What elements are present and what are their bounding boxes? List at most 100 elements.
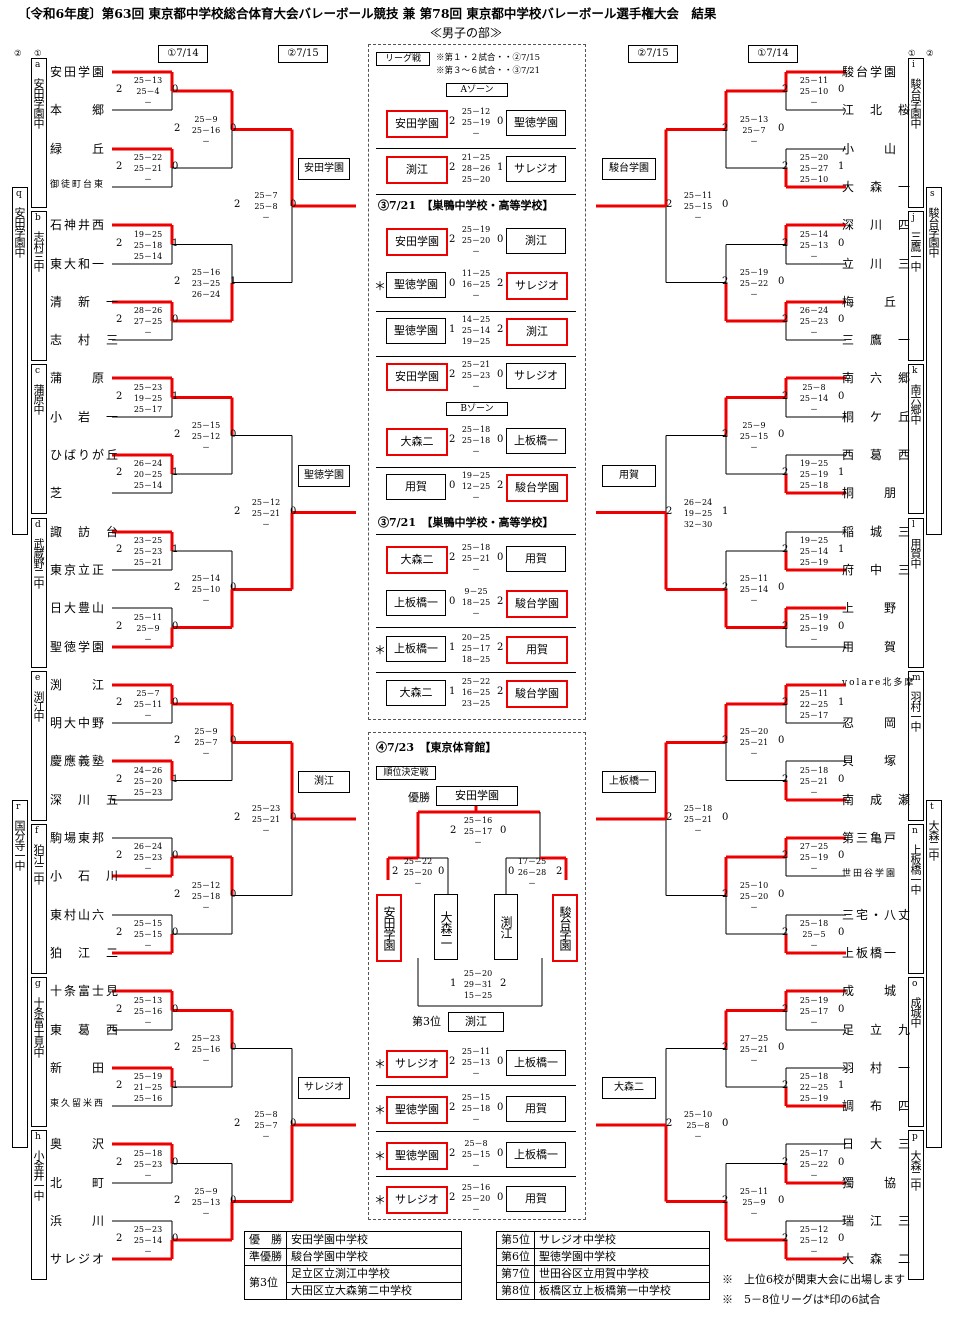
placement-match-scores: 25－11 25－13 － bbox=[461, 1047, 491, 1078]
left-r1-match-sets-lost: 1 bbox=[172, 1080, 179, 1091]
left-r3-match-sets-won: 2 bbox=[234, 505, 241, 517]
right-block bbox=[908, 211, 924, 361]
right-block bbox=[908, 671, 924, 821]
result-school: 板橋区立上板橋第一中学校 bbox=[534, 1282, 710, 1300]
result-school: 大田区立大森第二中学校 bbox=[286, 1282, 462, 1300]
right-block-letter: l bbox=[912, 520, 915, 530]
left-block-name: 志村三中 bbox=[32, 231, 45, 271]
left-team-name: 東京立正 bbox=[50, 563, 107, 577]
left-team-name: 東村山六 bbox=[50, 908, 107, 922]
right-r2-match-sets-won: 2 bbox=[722, 275, 729, 287]
placement-match-star: ＊ bbox=[374, 1193, 387, 1207]
placement-match-left-team: 聖徳学園 bbox=[386, 1142, 448, 1170]
right-r1-match-sets-lost: 1 bbox=[838, 1080, 845, 1091]
left-r1-match-sets-lost: 0 bbox=[172, 620, 179, 632]
zone-b-match-right-sets: 2 bbox=[497, 686, 504, 697]
right-team-name: 桐 朋 bbox=[842, 486, 899, 500]
left-r3-match-sets-lost: 0 bbox=[290, 812, 297, 823]
final-team-box: 大森二 bbox=[434, 894, 458, 960]
left-team-name: 志 村 三 bbox=[50, 333, 121, 347]
zone-b-match-right-sets: 2 bbox=[497, 642, 504, 653]
left-r3-match-sets-lost: 0 bbox=[290, 1118, 297, 1129]
zone-b-match-left-sets: 1 bbox=[449, 642, 456, 653]
match-separator bbox=[376, 1085, 576, 1086]
left-r1-match-sets-lost: 1 bbox=[172, 237, 179, 249]
left-r2-match-sets-lost: 0 bbox=[230, 888, 237, 900]
left-r1-match-sets-lost: 0 bbox=[172, 1233, 179, 1244]
right-r1-match-sets-won: 2 bbox=[782, 161, 789, 172]
right-r3-match-sets-lost: 0 bbox=[722, 199, 729, 210]
left-r1-match-scores: 26－24 20－25 25－14 bbox=[133, 459, 163, 490]
right-outer-block bbox=[926, 187, 942, 535]
zone-a-match-scores: 25－21 25－23 － bbox=[461, 360, 491, 391]
placement-match-star: ＊ bbox=[374, 1103, 387, 1117]
right-r1-match-sets-lost: 0 bbox=[838, 314, 845, 325]
round-num-left-a: ② bbox=[14, 49, 22, 59]
left-r1-match-sets-won: 2 bbox=[116, 84, 123, 95]
right-r3-match-scores: 25－18 25－21 － bbox=[683, 804, 713, 835]
zone-b-match-left-sets: 1 bbox=[449, 686, 456, 697]
right-block-letter: p bbox=[912, 1132, 918, 1142]
third-left-sets: 1 bbox=[450, 978, 457, 989]
final-scores: 25－16 25－17 － bbox=[463, 816, 493, 847]
left-r2-match-sets-won: 2 bbox=[174, 1194, 181, 1206]
left-block-name: 小金井一中 bbox=[32, 1150, 45, 1200]
right-block-name: 南六郷中 bbox=[909, 384, 922, 424]
zone-a-match-left-team: 聖徳学園 bbox=[386, 272, 446, 298]
match-separator bbox=[376, 1131, 576, 1132]
left-r2-match-sets-lost: 0 bbox=[230, 582, 237, 594]
league-label: リーグ戦 bbox=[376, 52, 430, 66]
right-team-name: 西 葛 西 bbox=[842, 448, 913, 462]
placement-match-right-sets: 0 bbox=[497, 1102, 504, 1113]
zone-a-match-right-sets: 1 bbox=[497, 162, 504, 173]
placement-match-left-team: 聖徳学園 bbox=[386, 1096, 448, 1124]
right-r1-match-scores: 25－18 22－25 25－19 bbox=[799, 1072, 829, 1103]
left-block-name: 蒲原中 bbox=[32, 384, 45, 414]
zone-b-match-left-sets: 0 bbox=[449, 480, 456, 491]
zone-a-match-left-team: 安田学園 bbox=[386, 110, 448, 138]
left-r1-match-scores: 28－26 27－25 － bbox=[133, 306, 163, 337]
left-r1-match-scores: 25－22 25－21 － bbox=[133, 153, 163, 184]
right-team-name: 調 布 四 bbox=[842, 1099, 913, 1113]
result-label: 第3位 bbox=[244, 1265, 287, 1300]
left-r2-winner-box: 安田学園 bbox=[298, 158, 350, 180]
zone-a-match-right-team: サレジオ bbox=[506, 272, 568, 300]
right-team-name: 小 山 bbox=[842, 142, 899, 156]
zone-a-label: Aゾーン bbox=[446, 83, 508, 97]
third-scores: 25－20 29－31 15－25 bbox=[463, 969, 493, 1000]
left-r1-match-sets-won: 2 bbox=[116, 390, 123, 402]
right-r3-match-sets-won: 2 bbox=[666, 1118, 673, 1129]
right-team-name: 獨 協 bbox=[842, 1176, 899, 1190]
right-block bbox=[908, 518, 924, 668]
right-r3-match-sets-won: 2 bbox=[666, 199, 673, 210]
subtitle: ≪男子の部≫ bbox=[430, 26, 503, 40]
right-team-name: 貝 塚 bbox=[842, 754, 899, 768]
right-team-name: 成 城 bbox=[842, 984, 899, 998]
right-team-name: 南 成 瀬 bbox=[842, 793, 913, 807]
left-block bbox=[31, 824, 47, 974]
right-r2-match-sets-lost: 0 bbox=[778, 1194, 785, 1206]
left-r1-match-sets-won: 2 bbox=[116, 314, 123, 325]
placement-match-left-sets: 2 bbox=[449, 1148, 456, 1159]
right-r1-match-sets-won: 2 bbox=[782, 927, 789, 938]
right-r1-match-sets-lost: 0 bbox=[838, 620, 845, 632]
right-r2-match-sets-lost: 0 bbox=[778, 275, 785, 287]
right-r2-match-sets-won: 2 bbox=[722, 1194, 729, 1206]
zone-b-match-right-sets: 2 bbox=[497, 480, 504, 491]
right-r1-match-scores: 25－19 25－19 － bbox=[799, 612, 829, 644]
right-r1-match-scores: 25－18 25－21 － bbox=[799, 765, 829, 797]
left-block-letter: d bbox=[35, 520, 41, 530]
zone-a-match-left-team: 渕江 bbox=[386, 156, 448, 184]
zone-b-match-right-team: 駿台学園 bbox=[506, 590, 568, 618]
right-r1-match-sets-won: 2 bbox=[782, 1003, 789, 1015]
left-team-name: 清 新 一 bbox=[50, 295, 121, 309]
zone-b-match-left-team: 大森二 bbox=[386, 680, 446, 706]
right-r1-match-scores: 25－20 25－27 25－10 bbox=[799, 153, 829, 184]
left-block-name: 渕江中 bbox=[32, 691, 45, 721]
right-r1-match-scores: 25－17 25－22 － bbox=[799, 1148, 829, 1180]
left-r3-match-scores: 25－7 25－8 － bbox=[254, 191, 278, 222]
left-outer-letter: r bbox=[16, 802, 21, 812]
placement-match-left-team: サレジオ bbox=[386, 1186, 448, 1214]
